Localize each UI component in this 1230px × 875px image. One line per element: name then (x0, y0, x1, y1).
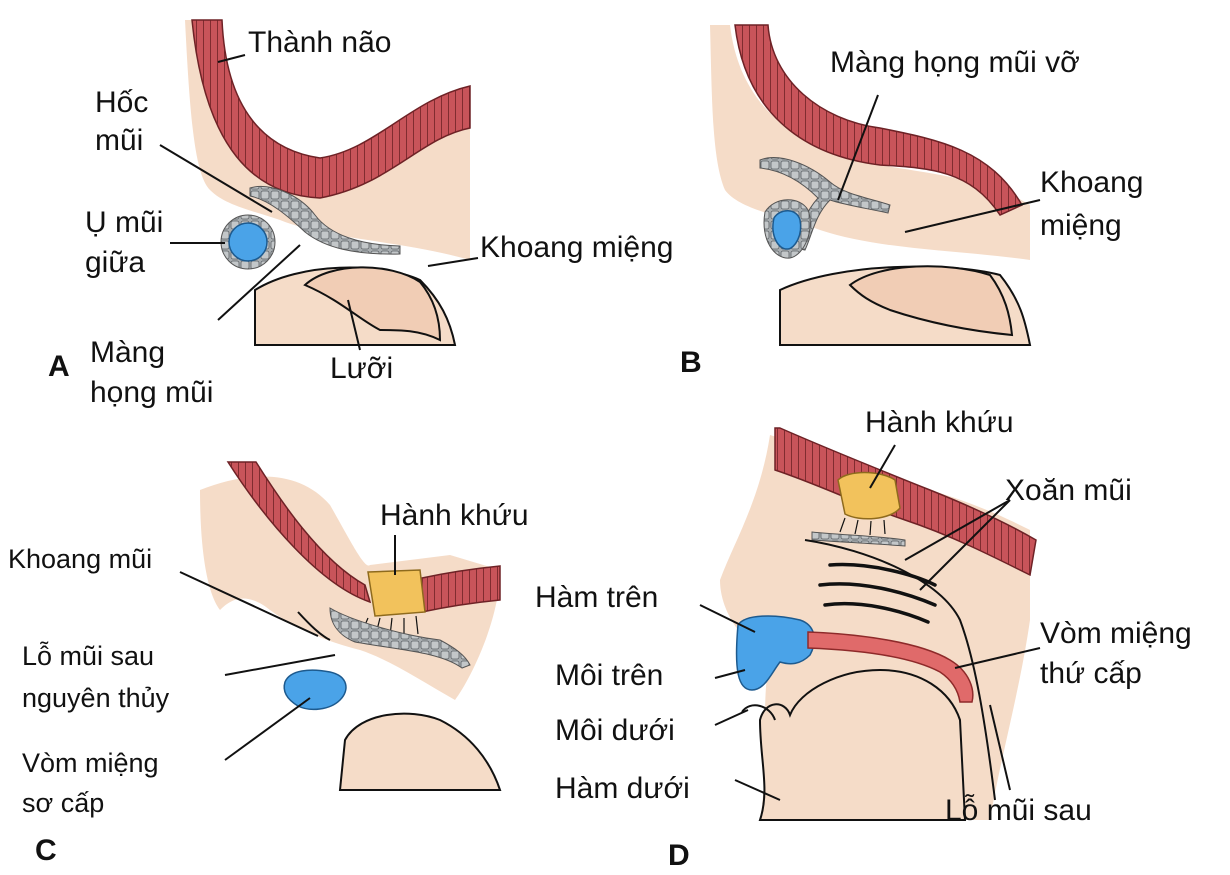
panel-c-letter: C (35, 834, 57, 867)
panel-a-leader-luoi (347, 299, 361, 351)
panel-a: Thành não Hốc mũi Ụ mũi giữa Khoang miện… (48, 19, 673, 409)
panel-c-brain-wall-right (421, 565, 501, 613)
panel-d-leader-xoan-2 (919, 499, 1011, 591)
panel-d-nasal-epithelium (811, 531, 906, 547)
panel-d-letter: D (668, 839, 690, 872)
panel-c-nasal-epithelium (329, 607, 471, 669)
panel-c-nasal-cavity-outline (297, 611, 331, 641)
panel-d-leader-lo-mui-sau (989, 704, 1011, 791)
panel-d-label-vom-1: Vòm miệng (1040, 617, 1192, 650)
panel-a-upper-tissue (185, 20, 470, 260)
panel-d-olfactory-fibers (839, 517, 886, 536)
panel-b-label-khoang-2: miệng (1040, 209, 1122, 242)
panel-a-label-khoang-mieng: Khoang miệng (480, 231, 673, 264)
panel-b: Màng họng mũi vỡ Khoang miệng B (680, 24, 1143, 379)
panel-d-leader-xoan-1 (904, 499, 1011, 561)
panel-c-label-lo-2: nguyên thủy (22, 683, 170, 713)
panel-d-olfactory-bulb (837, 471, 901, 520)
panel-d-leader-moi-duoi (714, 709, 749, 726)
panel-c-label-hanh-khuu: Hành khứu (380, 499, 529, 532)
panel-a-label-luoi: Lưỡi (330, 352, 393, 385)
panel-d-leader-vom (954, 647, 1041, 669)
panel-a-leader-hoc-mui (159, 144, 273, 213)
panel-c-label-vom-2: sơ cấp (22, 788, 104, 818)
panel-d-label-hanh-khuu: Hành khứu (865, 406, 1014, 439)
panel-a-label-thanh-nao: Thành não (248, 26, 391, 59)
panel-d-leader-hanh-khuu (869, 444, 896, 489)
panel-d-label-moi-duoi: Môi dưới (555, 714, 675, 747)
panel-b-ruptured-membrane (759, 157, 891, 251)
panel-a-leader-thanh-nao (217, 54, 246, 63)
panel-c-leader-vom (224, 697, 311, 761)
panel-d-label-lo-mui-sau: Lỗ mũi sau (945, 794, 1092, 827)
panel-c-lower-jaw (338, 712, 502, 791)
panel-a-label-u-mui-2: giữa (85, 246, 145, 279)
panel-b-label-mang-vo: Màng họng mũi vỡ (830, 46, 1080, 79)
panel-a-label-mang-1: Màng (90, 336, 165, 369)
panel-a-leader-mang (217, 244, 301, 321)
panel-a-label-u-mui-1: Ụ mũi (85, 206, 163, 239)
panel-b-brain-wall (734, 24, 1024, 216)
panel-a-label-hoc-mui-1: Hốc (95, 86, 148, 119)
panel-a-brain-wall (191, 19, 471, 199)
panel-d: Hành khứu Xoăn mũi Hàm trên Vòm miệng th… (535, 406, 1192, 872)
panel-d-lower-lip (741, 704, 776, 721)
panel-d-leader-moi-tren (714, 669, 746, 679)
panel-d-label-moi-tren: Môi trên (555, 659, 663, 692)
panel-d-label-xoan-mui: Xoăn mũi (1005, 474, 1132, 507)
panel-c-leader-lo-mui (224, 654, 336, 676)
panel-a-letter: A (48, 350, 70, 383)
panel-c-primary-palate (283, 669, 347, 711)
panel-c: Hành khứu Khoang mũi Lỗ mũi sau nguyên t… (8, 461, 529, 867)
panel-d-secondary-palate (807, 631, 974, 703)
panel-d-leader-ham-duoi (734, 779, 781, 801)
panel-d-leader-ham-tren (699, 604, 756, 633)
panel-b-leader-mang-vo (837, 94, 879, 201)
panel-d-nasal-cavity-wall (804, 539, 996, 801)
panel-d-lower-jaw (758, 668, 967, 821)
panel-c-olfactory-bulb (367, 569, 426, 617)
panel-b-medial-nasal-prominence (772, 210, 802, 250)
panel-a-label-hoc-mui-2: mũi (95, 124, 143, 157)
panel-b-tongue (848, 265, 1014, 337)
panel-d-upper-jaw (735, 615, 816, 691)
panel-c-label-lo-1: Lỗ mũi sau (22, 640, 154, 671)
panel-a-label-mang-2: họng mũi (90, 376, 213, 409)
panel-b-leader-khoang (904, 199, 1041, 233)
panel-d-label-ham-duoi: Hàm dưới (555, 772, 690, 805)
panel-a-leader-khoang (427, 257, 479, 267)
panel-a-oronasal-membrane (249, 186, 401, 255)
panel-c-label-vom-1: Vòm miệng (22, 748, 159, 778)
panel-a-tongue (303, 266, 442, 342)
panel-d-label-vom-2: thứ cấp (1040, 657, 1142, 690)
panel-d-label-ham-tren: Hàm trên (535, 581, 658, 614)
panel-b-label-khoang-1: Khoang (1040, 166, 1143, 199)
panel-c-leader-khoang-mui (179, 571, 319, 637)
panel-c-brain-wall (226, 461, 372, 604)
panel-b-letter: B (680, 346, 702, 379)
panel-c-label-khoang-mui: Khoang mũi (8, 544, 152, 574)
panel-a-medial-nasal-prominence (228, 222, 268, 262)
